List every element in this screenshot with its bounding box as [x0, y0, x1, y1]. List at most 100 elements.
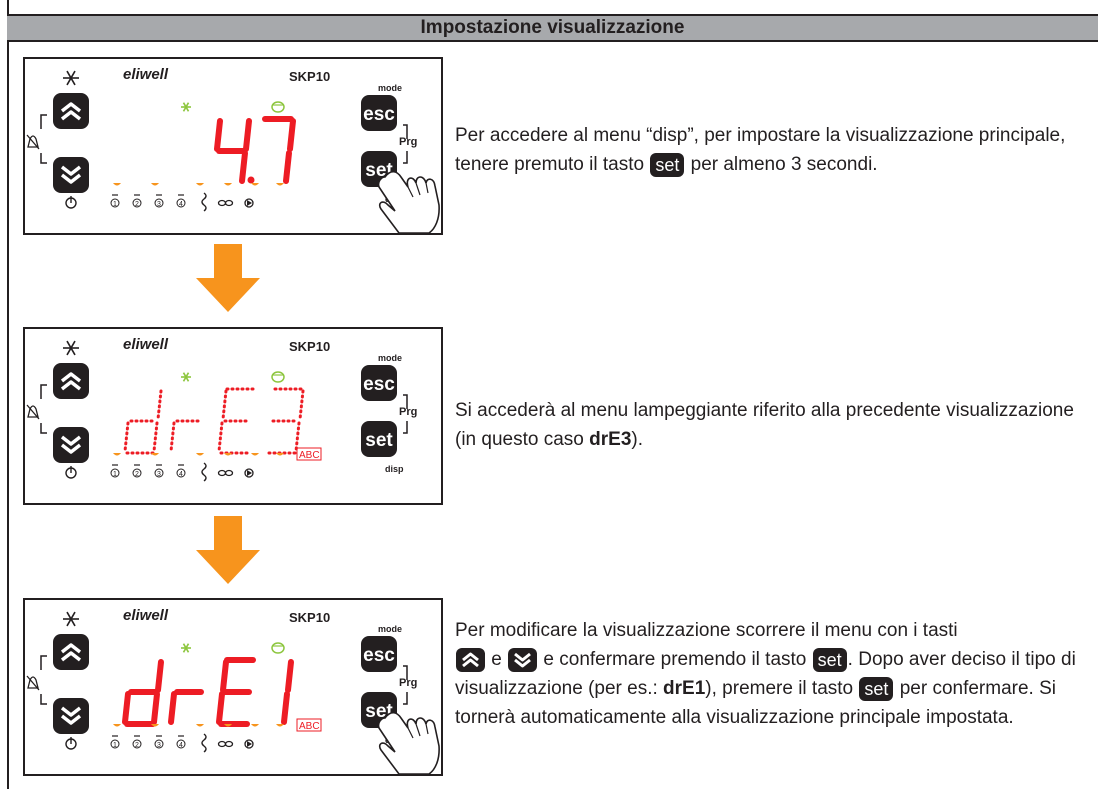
compressor-2-icon: 2: [132, 735, 142, 749]
display-digit: [123, 389, 163, 455]
bracket: [40, 423, 47, 434]
disp-label: disp: [385, 464, 404, 474]
indicator-marks: [113, 453, 284, 456]
step-3-text-4: . Dopo aver deciso il tipo di visualizza…: [455, 649, 1076, 699]
mode-label: mode: [378, 353, 402, 363]
up-button[interactable]: [53, 363, 89, 399]
step-3-description: Per modificare la visualizzazione scorre…: [455, 616, 1098, 732]
snowflake-icon: [63, 340, 79, 356]
compressor-2-icon: 2: [132, 194, 142, 208]
compressor-number: 3: [157, 201, 161, 208]
indicator-marks: [113, 183, 284, 186]
bracket: [40, 153, 47, 164]
compressor-1-icon: 1: [110, 194, 120, 208]
display-readout: [214, 116, 296, 184]
hand-pointer-icon: [377, 170, 440, 233]
set-button-label: set: [365, 430, 393, 451]
down-arrow-icon: [196, 516, 260, 584]
up-button[interactable]: [53, 93, 89, 129]
down-arrow-icon: [196, 244, 260, 312]
esc-button[interactable]: esc: [361, 95, 397, 131]
up-key-chip: [456, 647, 485, 672]
compressor-1-icon: 1: [110, 464, 120, 478]
step-3-text-5: ), premere il tasto: [705, 678, 859, 699]
compressor-number: 3: [157, 471, 161, 478]
display-readout: [123, 387, 305, 455]
abc-label: ABC: [296, 718, 322, 732]
section-header: Impostazione visualizzazione: [7, 14, 1098, 42]
defrost-icon: [244, 468, 254, 478]
esc-button[interactable]: esc: [361, 636, 397, 672]
up-button[interactable]: [53, 634, 89, 670]
step-2-code: drE3: [589, 429, 632, 450]
down-chevron-icon: [60, 714, 82, 725]
alarm-off-icon: [26, 134, 40, 150]
esc-button[interactable]: esc: [361, 365, 397, 401]
bracket: [403, 692, 408, 705]
heater-icon: [201, 462, 207, 482]
display-digit: [169, 419, 203, 453]
defrost-icon: [244, 198, 254, 208]
up-chevron-icon: [60, 372, 82, 383]
bracket: [40, 114, 47, 129]
step-3-text-6: per confermare. Si tornerà automaticamen…: [455, 678, 1056, 728]
compressor-4-icon: 4: [176, 194, 186, 208]
compressor-4-icon: 4: [176, 464, 186, 478]
hand-pointer-icon: [377, 711, 440, 774]
fan-icon: [217, 740, 234, 748]
compressor-number: 2: [135, 471, 139, 478]
abc-text: ABC: [299, 721, 320, 732]
step-1-text-end: per almeno 3 secondi.: [685, 154, 878, 175]
step-2-text: Si accederà al menu lampeggiante riferit…: [455, 400, 1074, 450]
bracket: [40, 655, 47, 670]
display-digit: [267, 387, 305, 455]
bracket: [403, 421, 408, 434]
snowflake-led-icon: [181, 102, 191, 112]
mode-label: mode: [378, 83, 402, 93]
brand-logo: eliwell: [123, 336, 169, 353]
heater-icon: [201, 192, 207, 212]
down-chevron-icon: [60, 443, 82, 454]
indicator-marks: [113, 724, 284, 727]
down-chevron-icon: [60, 435, 82, 446]
up-chevron-icon: [60, 380, 82, 391]
down-button[interactable]: [53, 427, 89, 463]
compressor-number: 2: [135, 201, 139, 208]
up-chevron-icon: [60, 651, 82, 662]
compressor-3-icon: 3: [154, 735, 164, 749]
down-button[interactable]: [53, 157, 89, 193]
display-digit: [216, 657, 256, 727]
model-label: SKP10: [289, 339, 330, 354]
compressor-number: 1: [113, 201, 117, 208]
down-chevron-icon: [60, 165, 82, 176]
set-button[interactable]: set: [361, 421, 397, 457]
display-digit: [281, 659, 294, 725]
snowflake-led-icon: [181, 643, 191, 653]
step-2-description: Si accederà al menu lampeggiante riferit…: [455, 396, 1098, 454]
compressor-3-icon: 3: [154, 194, 164, 208]
compressor-1-icon: 1: [110, 735, 120, 749]
power-icon: [65, 466, 77, 479]
snowflake-led-icon: [181, 372, 191, 382]
prg-label: Prg: [399, 677, 417, 689]
down-button[interactable]: [53, 698, 89, 734]
compressor-number: 1: [113, 742, 117, 749]
alarm-off-icon: [26, 404, 40, 420]
down-chevron-icon: [514, 652, 532, 668]
compressor-number: 1: [113, 471, 117, 478]
compressor-number: 4: [179, 201, 183, 208]
display-digit: [122, 659, 164, 727]
defrost-led-icon: [271, 642, 285, 654]
esc-button-label: esc: [363, 645, 395, 666]
model-label: SKP10: [289, 69, 330, 84]
bracket: [403, 151, 408, 164]
up-chevron-icon: [60, 110, 82, 121]
bracket: [403, 124, 408, 139]
brand-logo: eliwell: [123, 607, 169, 624]
defrost-led-icon: [271, 101, 285, 113]
down-key-chip: [508, 647, 538, 672]
alarm-off-icon: [26, 675, 40, 691]
